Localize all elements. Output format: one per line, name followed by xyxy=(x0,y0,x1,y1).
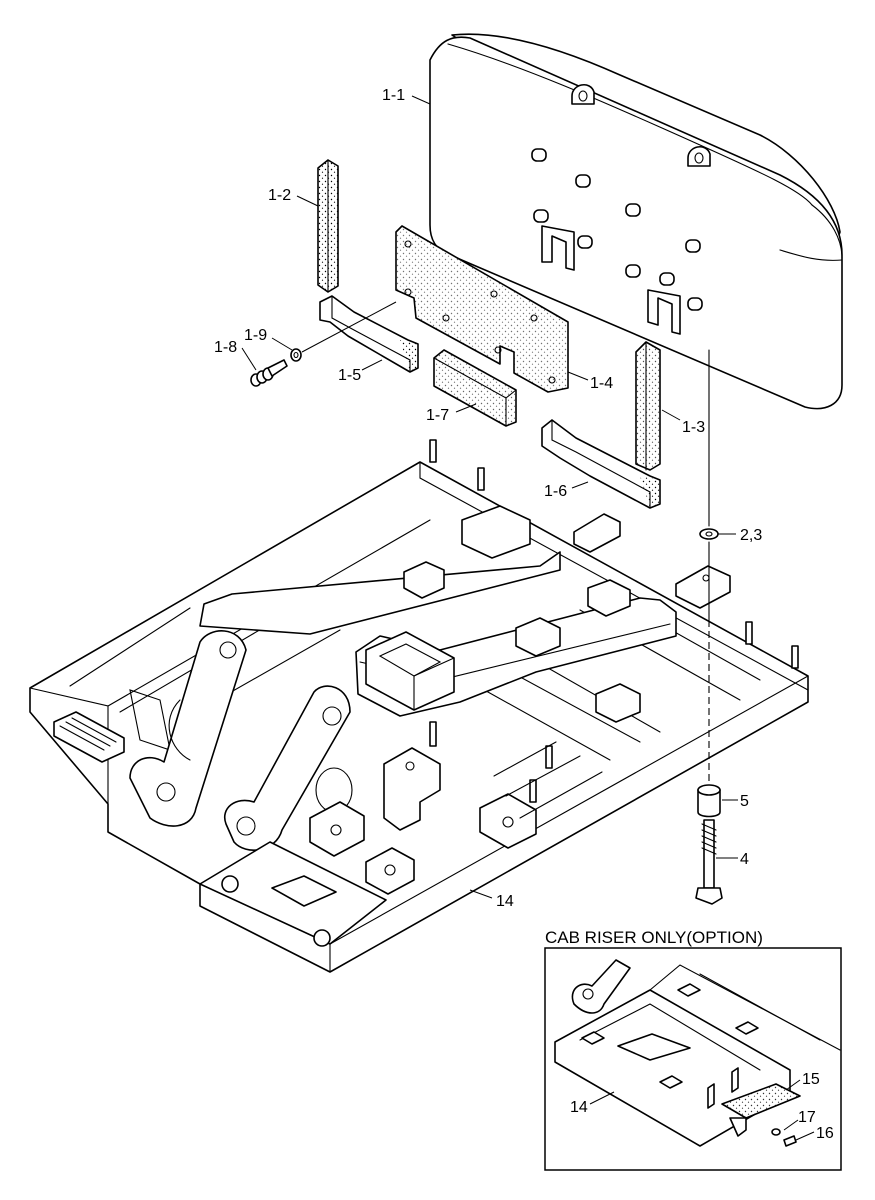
bracket-right xyxy=(541,419,661,509)
callout-15: 15 xyxy=(802,1071,820,1088)
callout-14-inset: 14 xyxy=(570,1099,588,1116)
callout-1-3: 1-3 xyxy=(682,419,705,436)
bolt-washer-1-8-1-9 xyxy=(250,301,397,387)
upper-frame xyxy=(29,439,809,973)
callout-14: 14 xyxy=(496,893,514,910)
callout-4: 4 xyxy=(740,851,749,868)
callout-1-9: 1-9 xyxy=(244,327,267,344)
callout-1-8: 1-8 xyxy=(214,339,237,356)
callout-1-5: 1-5 xyxy=(338,367,361,384)
callout-1-1: 1-1 xyxy=(382,87,405,104)
callout-1-6: 1-6 xyxy=(544,483,567,500)
callout-1-2: 1-2 xyxy=(268,187,291,204)
callout-1-4: 1-4 xyxy=(590,375,613,392)
center-plate xyxy=(395,225,569,393)
callout-5: 5 xyxy=(740,793,749,810)
inset-title: CAB RISER ONLY(OPTION) xyxy=(545,928,763,947)
cab-riser-inset xyxy=(544,947,842,1171)
spacer-block xyxy=(433,349,517,427)
leader-lines xyxy=(241,95,815,1141)
mounting-hardware xyxy=(695,349,723,905)
part-callouts: 1-1 1-2 1-3 1-4 1-5 1-6 1-7 1-8 1-9 2,3 … xyxy=(214,87,834,1142)
bracket-left xyxy=(319,295,419,373)
side-plate-left xyxy=(317,159,339,293)
counterweight-part xyxy=(429,33,843,410)
side-plate-right xyxy=(635,341,661,471)
callout-16: 16 xyxy=(816,1125,834,1142)
callout-1-7: 1-7 xyxy=(426,407,449,424)
callout-17: 17 xyxy=(798,1109,816,1126)
callout-2-3: 2,3 xyxy=(740,527,762,544)
